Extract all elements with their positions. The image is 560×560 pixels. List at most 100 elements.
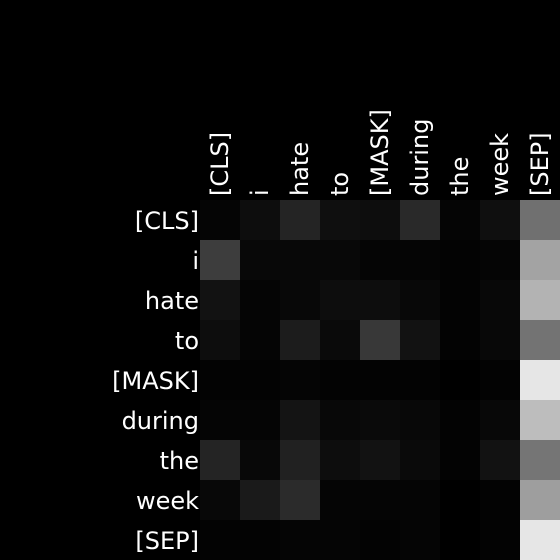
heatmap-cell-r3-c5	[400, 320, 440, 360]
y-tick-label: week	[136, 487, 199, 515]
heatmap-cell-r5-c0	[200, 400, 240, 440]
heatmap-cell-r6-c2	[280, 440, 320, 480]
heatmap-cell-r0-c8	[520, 200, 560, 240]
y-tick-label: i	[192, 247, 199, 275]
heatmap-cell-r1-c7	[480, 240, 520, 280]
heatmap-cell-r5-c4	[360, 400, 400, 440]
heatmap-cell-r0-c3	[320, 200, 360, 240]
heatmap-cell-r6-c6	[440, 440, 480, 480]
heatmap-cell-r3-c2	[280, 320, 320, 360]
heatmap-cell-r5-c2	[280, 400, 320, 440]
x-tick-label: [SEP]	[526, 132, 554, 196]
heatmap-cell-r5-c8	[520, 400, 560, 440]
heatmap-cell-r2-c8	[520, 280, 560, 320]
heatmap-cell-r8-c5	[400, 520, 440, 560]
heatmap-cell-r2-c1	[240, 280, 280, 320]
heatmap-cell-r3-c3	[320, 320, 360, 360]
heatmap-cell-r3-c4	[360, 320, 400, 360]
x-tick-label: [MASK]	[366, 109, 394, 196]
heatmap-cell-r2-c0	[200, 280, 240, 320]
y-axis-tick-labels: [CLS] i hate to [MASK] during the week [SEP]	[112, 207, 199, 555]
heatmap-cell-r0-c7	[480, 200, 520, 240]
heatmap-cell-r3-c0	[200, 320, 240, 360]
heatmap-cell-r5-c6	[440, 400, 480, 440]
heatmap-cell-r8-c2	[280, 520, 320, 560]
x-tick-label: i	[246, 189, 274, 196]
heatmap-cell-r8-c0	[200, 520, 240, 560]
heatmap-cell-r6-c0	[200, 440, 240, 480]
heatmap-cell-r4-c7	[480, 360, 520, 400]
heatmap-cell-r0-c5	[400, 200, 440, 240]
heatmap-cell-r6-c1	[240, 440, 280, 480]
heatmap-cell-r1-c4	[360, 240, 400, 280]
heatmap-cell-r2-c5	[400, 280, 440, 320]
heatmap-cells	[200, 200, 560, 560]
heatmap-cell-r1-c3	[320, 240, 360, 280]
heatmap-cell-r7-c5	[400, 480, 440, 520]
heatmap-cell-r3-c7	[480, 320, 520, 360]
heatmap-cell-r6-c5	[400, 440, 440, 480]
heatmap-cell-r6-c7	[480, 440, 520, 480]
heatmap-cell-r4-c6	[440, 360, 480, 400]
heatmap-cell-r3-c6	[440, 320, 480, 360]
heatmap-cell-r4-c1	[240, 360, 280, 400]
heatmap-cell-r4-c3	[320, 360, 360, 400]
heatmap-cell-r8-c4	[360, 520, 400, 560]
heatmap-cell-r0-c4	[360, 200, 400, 240]
heatmap-cell-r7-c6	[440, 480, 480, 520]
heatmap-cell-r2-c3	[320, 280, 360, 320]
heatmap-cell-r3-c8	[520, 320, 560, 360]
y-tick-label: during	[122, 407, 199, 435]
y-tick-label: [CLS]	[135, 207, 199, 235]
heatmap-cell-r8-c1	[240, 520, 280, 560]
heatmap-cell-r8-c8	[520, 520, 560, 560]
x-tick-label: [CLS]	[206, 132, 234, 196]
y-tick-label: the	[160, 447, 199, 475]
heatmap-cell-r2-c4	[360, 280, 400, 320]
x-tick-label: to	[326, 172, 354, 196]
heatmap-cell-r4-c4	[360, 360, 400, 400]
heatmap-cell-r5-c7	[480, 400, 520, 440]
x-tick-label: week	[486, 133, 514, 196]
heatmap-cell-r1-c8	[520, 240, 560, 280]
heatmap-cell-r0-c0	[200, 200, 240, 240]
heatmap-cell-r0-c1	[240, 200, 280, 240]
heatmap-cell-r4-c8	[520, 360, 560, 400]
y-tick-label: [MASK]	[112, 367, 199, 395]
heatmap-cell-r5-c1	[240, 400, 280, 440]
heatmap-cell-r7-c8	[520, 480, 560, 520]
heatmap-cell-r2-c7	[480, 280, 520, 320]
heatmap-cell-r7-c0	[200, 480, 240, 520]
heatmap-cell-r3-c1	[240, 320, 280, 360]
heatmap-cell-r8-c7	[480, 520, 520, 560]
heatmap-cell-r2-c6	[440, 280, 480, 320]
heatmap-cell-r8-c3	[320, 520, 360, 560]
x-tick-label: hate	[286, 142, 314, 196]
heatmap-cell-r6-c4	[360, 440, 400, 480]
heatmap-cell-r2-c2	[280, 280, 320, 320]
heatmap-cell-r7-c2	[280, 480, 320, 520]
y-tick-label: to	[175, 327, 199, 355]
heatmap-cell-r7-c7	[480, 480, 520, 520]
heatmap-cell-r0-c2	[280, 200, 320, 240]
heatmap-cell-r4-c5	[400, 360, 440, 400]
heatmap-cell-r5-c5	[400, 400, 440, 440]
heatmap-cell-r4-c0	[200, 360, 240, 400]
x-tick-label: during	[406, 119, 434, 196]
heatmap-cell-r7-c3	[320, 480, 360, 520]
heatmap-cell-r1-c0	[200, 240, 240, 280]
heatmap-cell-r8-c6	[440, 520, 480, 560]
heatmap-cell-r6-c3	[320, 440, 360, 480]
heatmap-cell-r6-c8	[520, 440, 560, 480]
y-tick-label: hate	[145, 287, 199, 315]
y-tick-label: [SEP]	[135, 527, 199, 555]
heatmap-cell-r1-c1	[240, 240, 280, 280]
heatmap-cell-r0-c6	[440, 200, 480, 240]
heatmap-cell-r1-c5	[400, 240, 440, 280]
heatmap-cell-r7-c1	[240, 480, 280, 520]
x-tick-label: the	[446, 157, 474, 196]
heatmap-cell-r5-c3	[320, 400, 360, 440]
heatmap-cell-r1-c2	[280, 240, 320, 280]
